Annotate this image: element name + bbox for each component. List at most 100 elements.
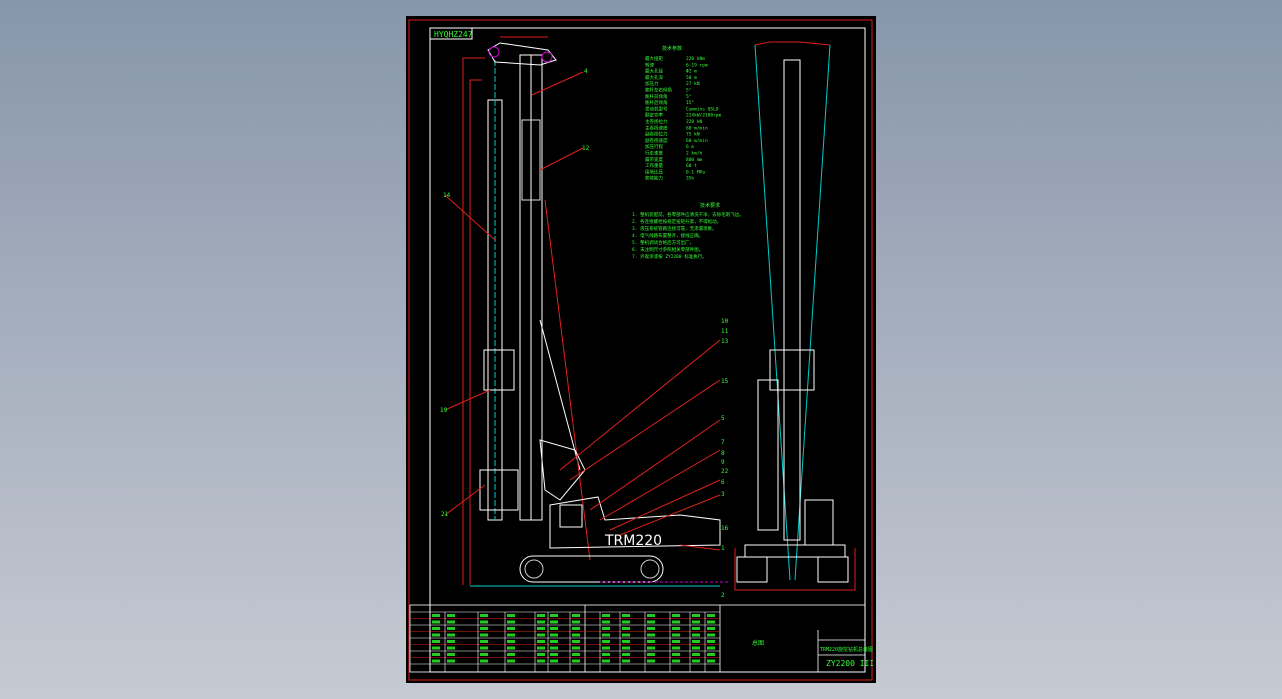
bom-cell-text: [447, 640, 455, 643]
spec-key: 最大孔径: [645, 68, 663, 75]
bom-table: [410, 611, 720, 672]
bom-cell-text: [447, 659, 455, 663]
spec-key: 转速: [645, 61, 654, 68]
bom-cell-text: [692, 620, 700, 624]
bom-cell-text: [692, 627, 700, 630]
spec-key: 最大孔深: [645, 74, 663, 81]
spec-key: 桅杆左右倾角: [645, 87, 672, 94]
spec-value: 27 kN: [686, 81, 700, 87]
bom-cell-text: [537, 633, 545, 637]
spec-value: 220 kNm: [686, 56, 705, 62]
note-line: 7. 外观涂漆按 ZY2200 标准执行。: [632, 253, 707, 260]
bom-cell-text: [602, 640, 610, 643]
bom-cell-text: [647, 646, 655, 650]
svg-text:2: 2: [721, 592, 725, 599]
svg-text:11: 11: [721, 328, 729, 335]
svg-text:技术要求: 技术要求: [700, 202, 720, 209]
bom-cell-text: [672, 620, 680, 624]
bom-cell-text: [692, 633, 700, 637]
stamp-box: [429, 27, 473, 40]
spec-key: 履带宽度: [645, 156, 663, 163]
bom-cell-text: [447, 627, 455, 630]
spec-value: 800 mm: [686, 157, 703, 163]
bom-cell-text: [507, 620, 515, 624]
bom-cell-text: [480, 633, 488, 637]
bom-cell-text: [507, 653, 515, 656]
bom-cell-text: [432, 653, 440, 656]
bom-cell-text: [647, 620, 655, 624]
svg-text:技术参数: 技术参数: [662, 45, 682, 52]
bom-cell-text: [550, 646, 558, 650]
bom-cell-text: [447, 614, 455, 617]
bom-cell-text: [537, 646, 545, 650]
note-line: 4. 电气线路布置整齐，接线正确。: [632, 232, 703, 239]
bom-cell-text: [507, 614, 515, 617]
bom-cell-text: [707, 633, 715, 637]
spec-key: 主卷扬拉力: [645, 118, 668, 125]
bom-cell-text: [572, 627, 580, 630]
bom-cell-text: [707, 620, 715, 624]
bom-cell-text: [647, 659, 655, 663]
bom-cell-text: [572, 633, 580, 637]
spec-key: 爬坡能力: [645, 175, 663, 182]
bom-cell-text: [707, 614, 715, 617]
spec-value: 0.1 MPa: [686, 169, 705, 175]
bom-cell-text: [572, 614, 580, 617]
spec-key: 桅杆后倾角: [645, 99, 668, 106]
spec-key: 主卷扬速度: [645, 124, 668, 131]
spec-key: 最大扭矩: [645, 55, 663, 62]
bom-cell-text: [507, 633, 515, 637]
svg-text:12: 12: [582, 145, 590, 152]
bom-cell-text: [622, 627, 630, 630]
bom-cell-text: [602, 633, 610, 637]
bom-cell-text: [692, 614, 700, 617]
note-line: 6. 未注明尺寸参照相关零部件图。: [632, 246, 703, 253]
bom-cell-text: [622, 620, 630, 624]
bom-cell-text: [550, 633, 558, 637]
bom-cell-text: [647, 633, 655, 637]
bom-cell-text: [622, 653, 630, 656]
outer-border: [408, 19, 873, 681]
spec-value: 60 m/min: [686, 138, 708, 144]
svg-text:16: 16: [721, 525, 729, 532]
bom-cell-text: [647, 627, 655, 630]
bom-cell-text: [622, 646, 630, 650]
bom-cell-text: [432, 640, 440, 643]
bom-cell-text: [707, 659, 715, 663]
bom-cell-text: [622, 659, 630, 663]
bom-cell-text: [432, 633, 440, 637]
stamp-text: HYQHZ247: [434, 30, 473, 39]
bom-cell-text: [602, 659, 610, 663]
bom-cell-text: [602, 614, 610, 617]
bom-cell-text: [550, 659, 558, 663]
balloon-labels: 4 12 10 11 13 15 5 7 8 9 22 6 3 1 16 2 1…: [440, 68, 729, 599]
bom-cell-text: [447, 633, 455, 637]
spec-value: 220 kN: [686, 119, 703, 125]
bom-cell-text: [447, 646, 455, 650]
spec-key: 副卷扬速度: [645, 137, 668, 144]
bom-cell-text: [507, 659, 515, 663]
bom-cell-text: [432, 659, 440, 663]
bom-cell-text: [572, 653, 580, 656]
bom-cell-text: [707, 640, 715, 643]
bom-cell-text: [647, 653, 655, 656]
svg-text:5: 5: [721, 415, 725, 422]
svg-text:8: 8: [721, 450, 725, 457]
bom-cell-text: [602, 627, 610, 630]
leader-lines: [444, 71, 721, 551]
bom-cell-text: [572, 646, 580, 650]
svg-text:19: 19: [440, 407, 448, 414]
bom-cell-text: [550, 627, 558, 630]
bom-cell-text: [507, 640, 515, 643]
spec-value: 224kW/2100rpm: [686, 113, 722, 119]
bom-cell-text: [537, 653, 545, 656]
bom-cell-text: [447, 653, 455, 656]
bom-cell-text: [480, 627, 488, 630]
title-block: [409, 604, 866, 673]
bom-cell-text: [692, 646, 700, 650]
bom-cell-text: [480, 640, 488, 643]
bom-cell-text: [692, 640, 700, 643]
bom-cell-text: [647, 614, 655, 617]
spec-key: 工作重量: [645, 162, 663, 169]
